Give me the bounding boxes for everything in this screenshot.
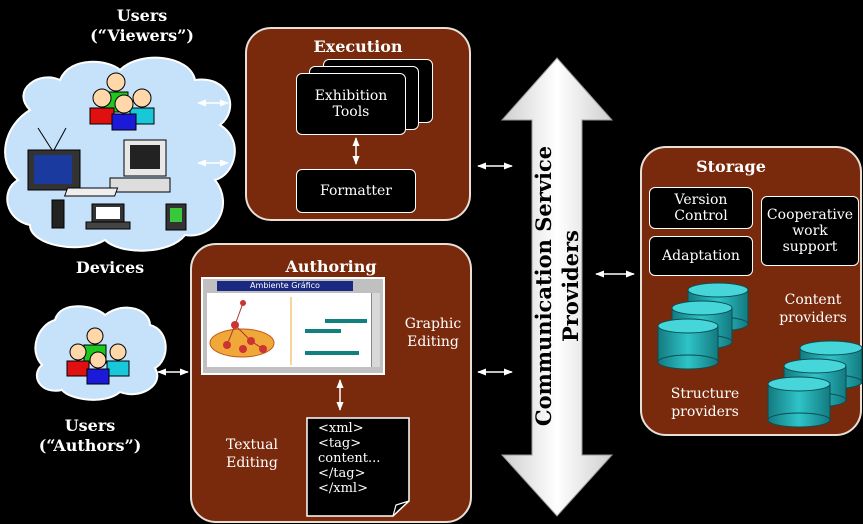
tv-icon bbox=[27, 127, 81, 191]
users-authors-label: Users(“Authors”) bbox=[38, 416, 142, 455]
xml-document: <xml> <tag> content... </tag> </xml> bbox=[306, 417, 410, 517]
laptop-icon bbox=[85, 203, 131, 230]
window-scrollbar[interactable] bbox=[371, 293, 380, 367]
execution-title: Execution bbox=[313, 37, 403, 56]
adaptation-box: Adaptation bbox=[649, 236, 753, 276]
xml-code: <xml> <tag> content... </tag> </xml> bbox=[318, 421, 381, 496]
viewers-people-icon bbox=[89, 72, 155, 131]
communication-arrow bbox=[500, 57, 614, 517]
editor-drawing bbox=[209, 297, 367, 365]
users-viewers-label: Users(“Viewers”) bbox=[90, 6, 194, 45]
editor-canvas bbox=[207, 293, 371, 367]
phone-icon bbox=[51, 199, 65, 229]
devices-label: Devices bbox=[75, 258, 145, 277]
formatter-box: Formatter bbox=[296, 169, 416, 213]
window-title: Ambiente Gráfico bbox=[217, 281, 353, 291]
authors-people-icon bbox=[66, 327, 130, 385]
desktop-computer-icon bbox=[63, 139, 171, 197]
storage-title: Storage bbox=[696, 157, 766, 176]
authoring-title: Authoring bbox=[285, 257, 377, 276]
graphic-editor-window: Ambiente Gráfico bbox=[201, 277, 385, 375]
pda-icon bbox=[165, 203, 187, 231]
